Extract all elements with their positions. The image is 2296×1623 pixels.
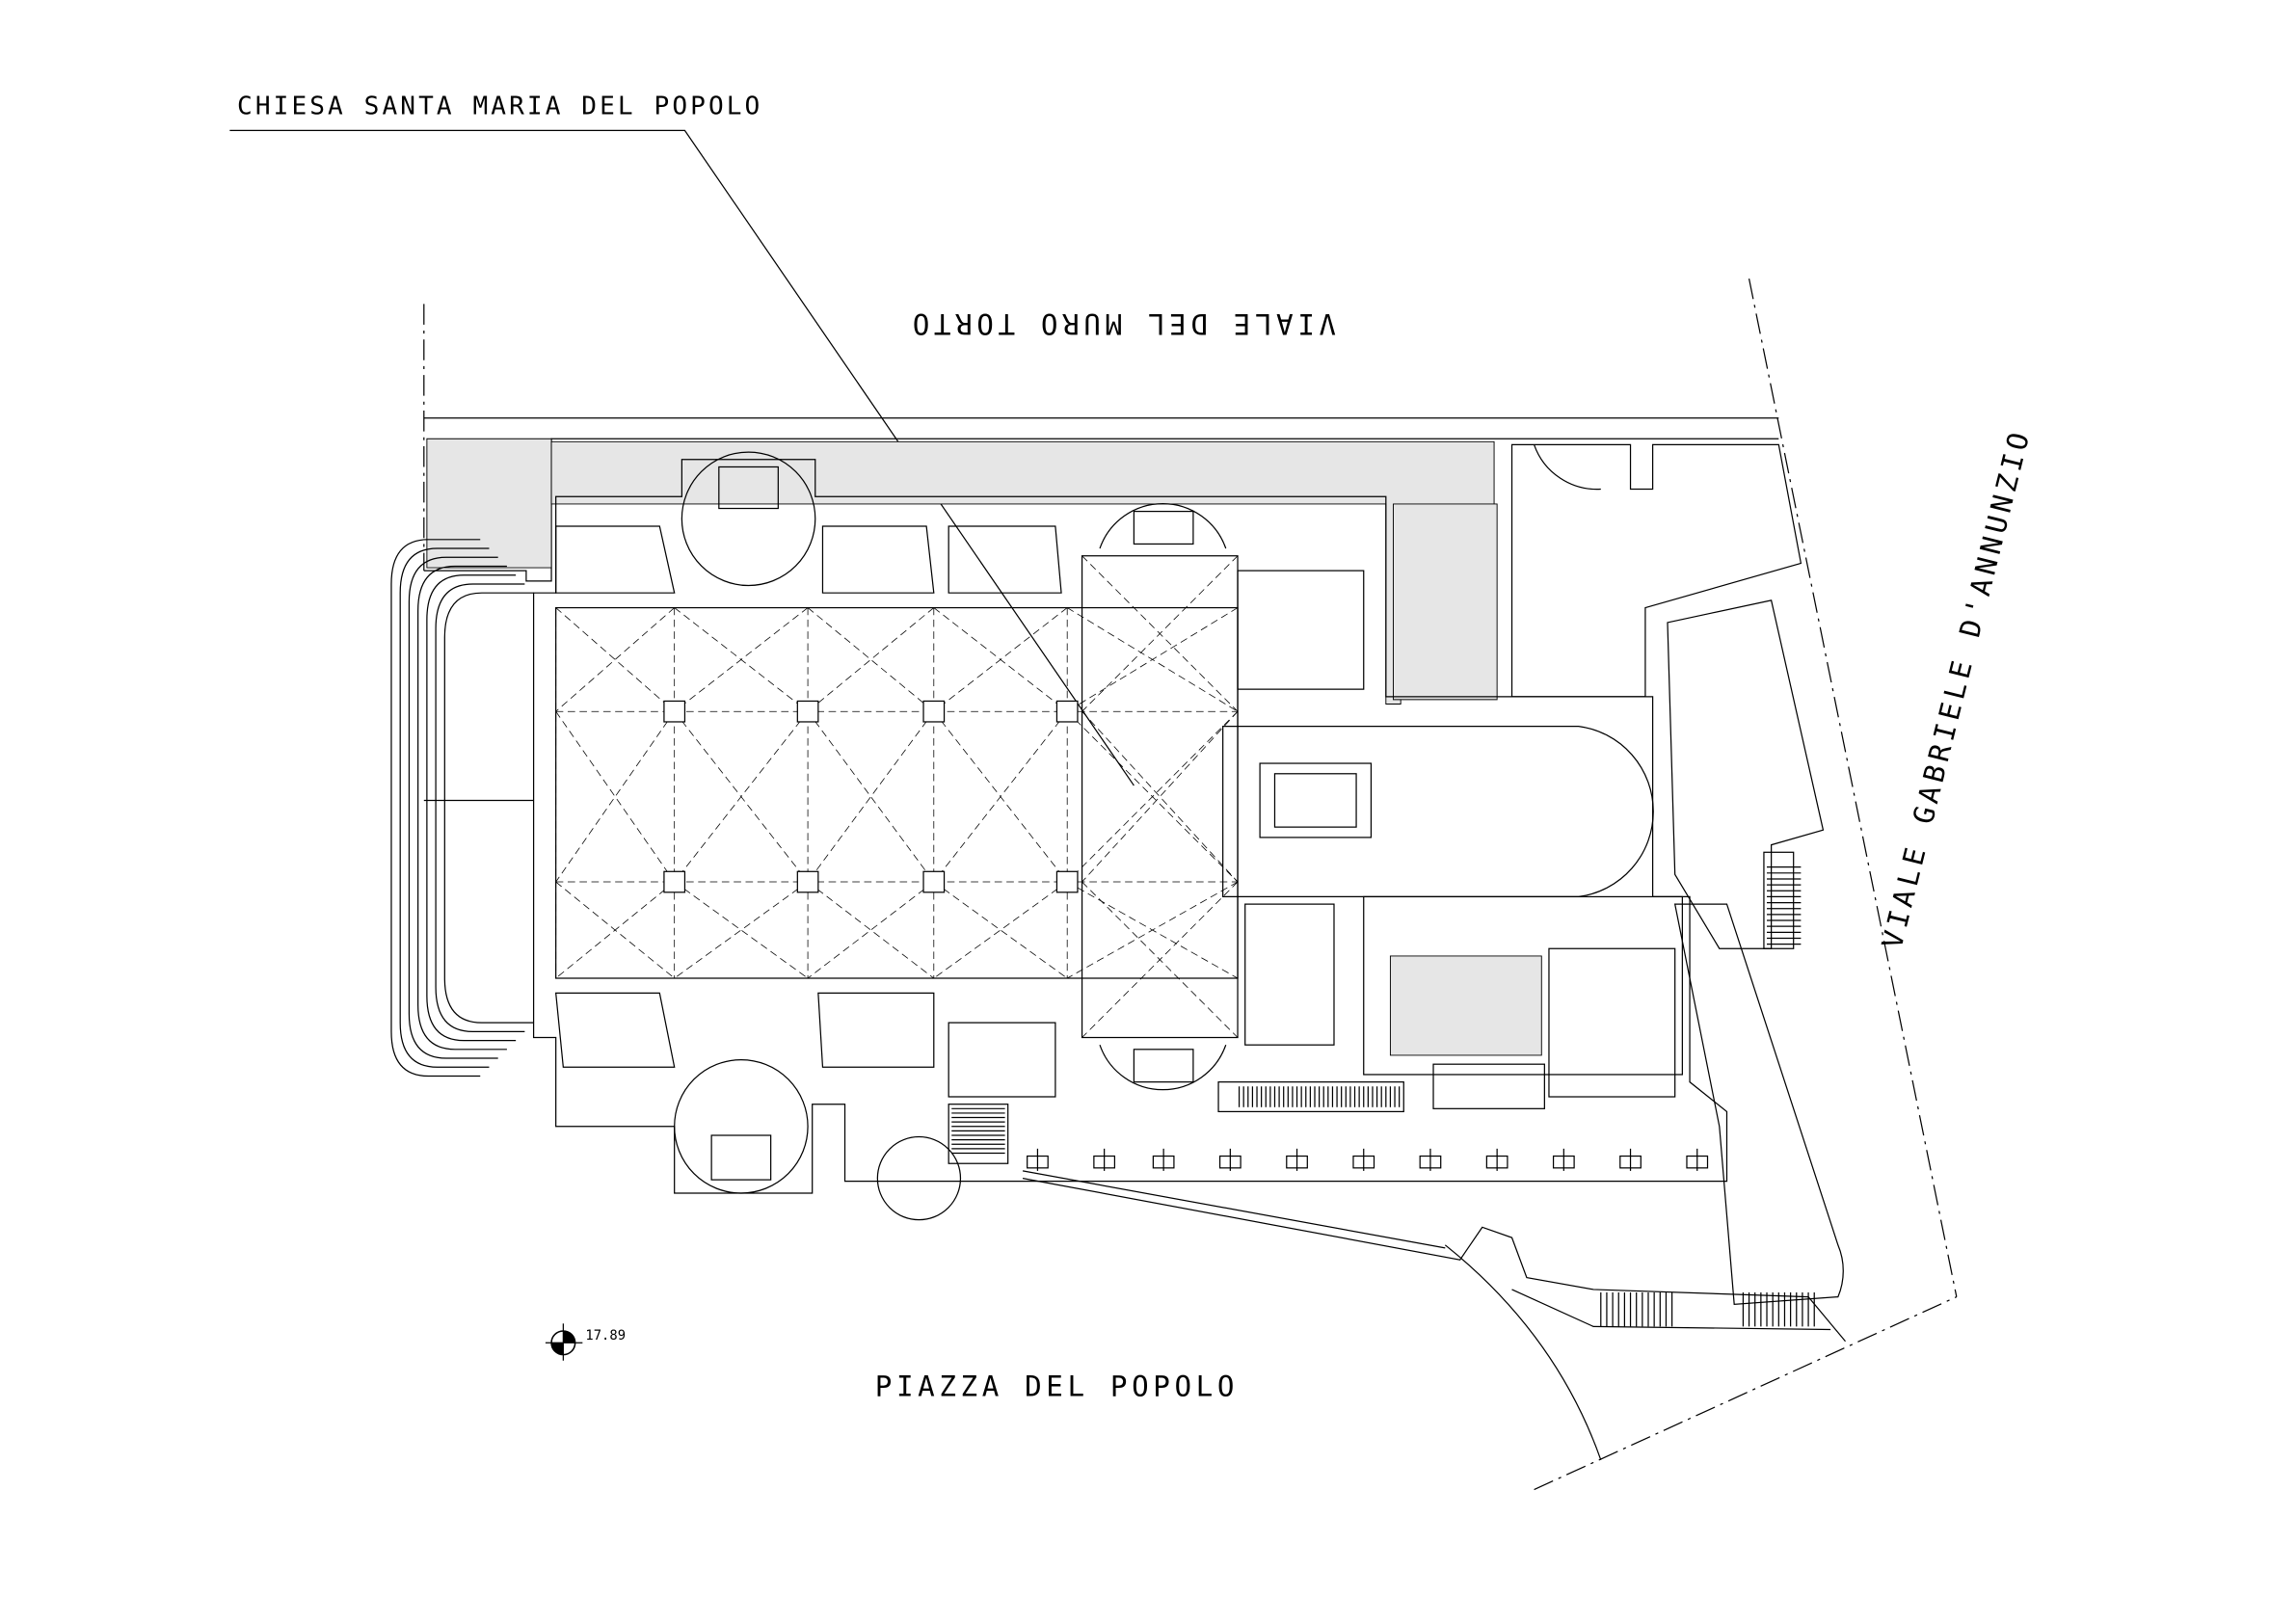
church-label: CHIESA SANTA MARIA DEL POPOLO bbox=[237, 92, 762, 120]
step bbox=[399, 547, 490, 1068]
vault-rib bbox=[933, 710, 1068, 883]
vault-rib bbox=[555, 710, 675, 883]
choir-apse bbox=[1217, 570, 1683, 1113]
pier bbox=[1055, 700, 1079, 723]
pier bbox=[1055, 870, 1079, 893]
vault-rib bbox=[807, 881, 935, 979]
step bbox=[443, 592, 534, 1024]
south-stairs-ramp bbox=[876, 866, 1846, 1460]
vault-rib bbox=[555, 607, 675, 712]
west-steps bbox=[390, 539, 534, 1078]
leader-line bbox=[229, 129, 1135, 786]
vault-rib bbox=[807, 881, 935, 979]
vault-rib bbox=[807, 607, 935, 712]
vault-rib bbox=[933, 607, 1068, 712]
pier bbox=[796, 700, 819, 723]
vault-rib bbox=[555, 607, 675, 712]
pier bbox=[922, 700, 946, 723]
side-chapels bbox=[554, 451, 1227, 1194]
property-boundaries bbox=[423, 279, 1958, 1491]
step bbox=[417, 565, 507, 1051]
square-label: PIAZZA DEL POPOLO bbox=[875, 1370, 1239, 1403]
pier bbox=[922, 870, 946, 893]
vault-rib bbox=[674, 881, 809, 979]
benchmark-icon bbox=[545, 1323, 583, 1361]
vault-rib bbox=[807, 607, 935, 712]
courtyard-paving bbox=[426, 438, 1542, 1056]
vault-rib bbox=[933, 881, 1068, 979]
vault-rib bbox=[674, 710, 809, 883]
northeast-annex bbox=[1510, 443, 1844, 1305]
step bbox=[408, 556, 498, 1059]
elevation-label: 17.89 bbox=[585, 1328, 626, 1344]
pier bbox=[663, 700, 686, 723]
vault-rib bbox=[555, 710, 675, 883]
street-label-right: VIALE GABRIELE D'ANNUNZIO bbox=[1876, 425, 2037, 952]
vault-rib bbox=[1066, 607, 1239, 712]
step bbox=[435, 583, 525, 1032]
vault-rib bbox=[1067, 881, 1239, 979]
step bbox=[426, 574, 517, 1042]
south-wall-markers bbox=[1027, 1148, 1709, 1171]
vault-rib bbox=[555, 881, 675, 979]
vault-grid bbox=[555, 607, 1239, 979]
pier bbox=[796, 870, 819, 893]
step bbox=[390, 539, 481, 1078]
pier bbox=[663, 870, 686, 893]
vault-rib bbox=[1066, 710, 1239, 883]
vault-rib bbox=[933, 881, 1068, 979]
street-label-top: VIALE DEL MURO TORTO bbox=[908, 307, 1336, 340]
vault-rib bbox=[674, 881, 809, 979]
vault-rib bbox=[674, 607, 809, 712]
church-nave bbox=[532, 459, 1728, 1194]
